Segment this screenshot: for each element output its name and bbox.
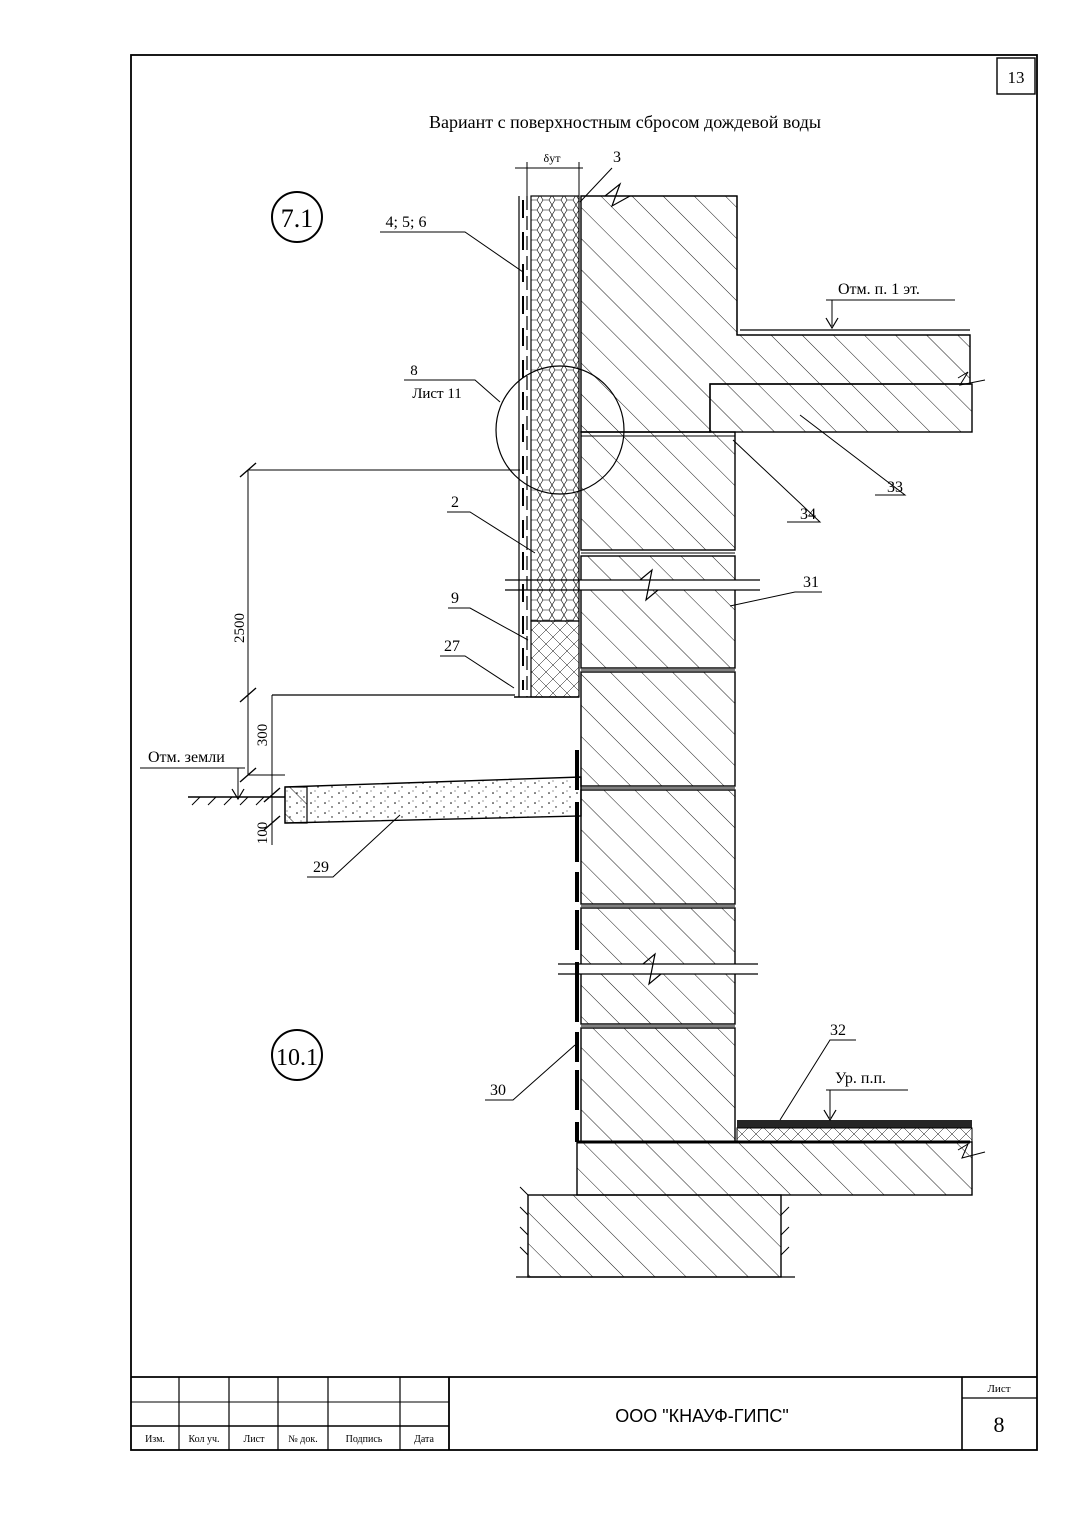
level-marker-ground: Отм. земли bbox=[140, 749, 245, 801]
pos-31: 31 bbox=[803, 574, 819, 591]
dim-300: 300 bbox=[255, 724, 271, 747]
dim-100: 100 bbox=[255, 822, 271, 845]
facade-insulation bbox=[495, 195, 625, 698]
sheet-corner-number: 13 bbox=[1008, 68, 1025, 87]
tb-sheet-label: Лист bbox=[987, 1383, 1010, 1395]
wall-section bbox=[505, 182, 986, 1143]
dimensions bbox=[239, 162, 583, 845]
callout-sheet: Лист 11 bbox=[412, 386, 462, 402]
tb-sheet-number: 8 bbox=[994, 1412, 1005, 1437]
node-marker-top: 7.1 bbox=[271, 191, 323, 243]
position-labels: 3 4; 5; 6 2 9 27 29 30 31 32 33 34 bbox=[313, 149, 903, 1099]
drawing-title: Вариант с поверхностным сбросом дождевой… bbox=[429, 112, 821, 132]
pos-34: 34 bbox=[800, 506, 816, 523]
level-marker-basement: Ур. п.п. bbox=[823, 1070, 908, 1122]
pos-3: 3 bbox=[613, 149, 621, 166]
tb-col-doc: № док. bbox=[288, 1434, 318, 1445]
level-basement-label: Ур. п.п. bbox=[835, 1070, 886, 1087]
leader-lines bbox=[307, 167, 907, 1121]
title-block: Изм. Кол уч. Лист № док. Подпись Дата ОО… bbox=[131, 1376, 1037, 1450]
tb-col-list: Лист bbox=[244, 1434, 266, 1445]
tb-col-izm: Изм. bbox=[145, 1434, 165, 1445]
ground-and-foundation bbox=[188, 694, 986, 1278]
pos-2: 2 bbox=[451, 494, 459, 511]
pos-9: 9 bbox=[451, 590, 459, 607]
pos-32: 32 bbox=[830, 1022, 846, 1039]
tb-col-date: Дата bbox=[414, 1434, 434, 1445]
sheet-frame: 13 bbox=[130, 54, 1038, 1451]
pos-27: 27 bbox=[444, 638, 460, 655]
detail-callout-reference: 8 Лист 11 bbox=[404, 363, 468, 402]
callout-number: 8 bbox=[410, 363, 418, 379]
pos-29: 29 bbox=[313, 859, 329, 876]
dim-insulation-thickness: δут bbox=[544, 151, 562, 165]
tb-col-sign: Подпись bbox=[346, 1434, 383, 1445]
node-top-label: 7.1 bbox=[281, 204, 314, 233]
level-ground-label: Отм. земли bbox=[148, 749, 225, 766]
pos-33: 33 bbox=[887, 479, 903, 496]
tb-organization: ООО "КНАУФ-ГИПС" bbox=[615, 1406, 789, 1426]
node-marker-bottom: 10.1 bbox=[271, 1029, 323, 1081]
pos-30: 30 bbox=[490, 1082, 506, 1099]
dim-2500: 2500 bbox=[232, 613, 248, 643]
pos-4-5-6: 4; 5; 6 bbox=[386, 214, 427, 231]
tb-col-kol: Кол уч. bbox=[188, 1434, 219, 1445]
level-marker-floor-1: Отм. п. 1 эт. bbox=[825, 281, 955, 330]
node-bottom-label: 10.1 bbox=[276, 1045, 318, 1071]
level-floor-1-label: Отм. п. 1 эт. bbox=[838, 281, 920, 298]
